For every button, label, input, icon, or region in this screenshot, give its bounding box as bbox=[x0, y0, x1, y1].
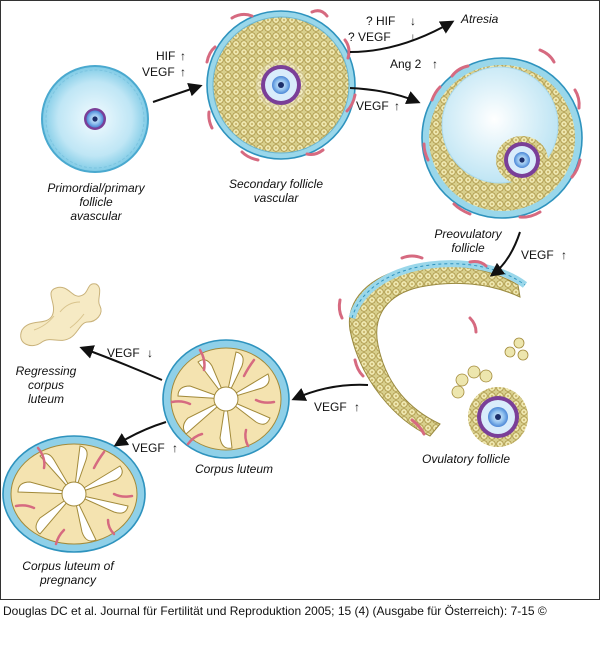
regressing-label-2: corpus bbox=[28, 378, 64, 392]
pregnancy-label-1: Corpus luteum of bbox=[22, 559, 115, 573]
up-arrow-icon: ↑ bbox=[354, 400, 360, 414]
stage-labels: Primordial/primary follicle avascular Se… bbox=[16, 177, 511, 587]
regressing-label-3: luteum bbox=[28, 392, 64, 406]
citation-caption: Douglas DC et al. Journal für Fertilität… bbox=[3, 604, 547, 618]
ovulatory-label: Ovulatory follicle bbox=[422, 452, 510, 466]
arrow-primordial-to-secondary bbox=[152, 82, 203, 103]
regressing-corpus-luteum bbox=[20, 283, 102, 346]
regressing-label-1: Regressing bbox=[16, 364, 77, 378]
arrow-label-vegf: VEGF bbox=[521, 248, 554, 262]
blood-vessels bbox=[205, 9, 357, 162]
arrow-label-ang2: Ang 2 bbox=[390, 57, 422, 71]
arrow-label-hif-q: ? HIF bbox=[366, 14, 395, 28]
pregnancy-label-2: pregnancy bbox=[39, 573, 97, 587]
cumulus-cells bbox=[451, 337, 529, 399]
secondary-follicle bbox=[205, 9, 357, 162]
blood-vessels bbox=[337, 254, 488, 436]
corpus-luteum-label: Corpus luteum bbox=[195, 462, 273, 476]
down-arrow-icon: ↓ bbox=[410, 14, 416, 28]
secondary-label-1: Secondary follicle bbox=[229, 177, 323, 191]
arrow-secondary-to-preovulatory bbox=[349, 87, 421, 105]
arrow-label-vegf: VEGF bbox=[314, 400, 347, 414]
primordial-label-1: Primordial/primary bbox=[47, 181, 145, 195]
luteal-folds bbox=[17, 445, 129, 542]
up-arrow-icon: ↑ bbox=[180, 65, 186, 79]
arrow-labels: HIF ↑ VEGF ↑ ? HIF ↓ ? VEGF ↓ Atresia An… bbox=[107, 12, 567, 455]
arrow-corpus-luteum-to-pregnancy bbox=[113, 421, 167, 447]
arrow-label-vegf: VEGF bbox=[142, 65, 175, 79]
primordial-follicle bbox=[41, 65, 149, 173]
arrow-label-vegf: VEGF bbox=[132, 441, 165, 455]
preovulatory-label-2: follicle bbox=[451, 241, 485, 255]
down-arrow-icon: ↓ bbox=[147, 346, 153, 360]
arrow-corpus-luteum-to-regressing bbox=[79, 345, 163, 381]
up-arrow-icon: ↑ bbox=[561, 248, 567, 262]
corpus-luteum bbox=[162, 339, 290, 459]
follicle-diagram: HIF ↑ VEGF ↑ ? HIF ↓ ? VEGF ↓ Atresia An… bbox=[0, 0, 600, 600]
arrow-to-atresia bbox=[349, 20, 455, 53]
up-arrow-icon: ↑ bbox=[394, 99, 400, 113]
ovulatory-follicle bbox=[337, 254, 529, 447]
arrows bbox=[79, 20, 521, 447]
blood-vessels bbox=[422, 48, 582, 219]
up-arrow-icon: ↑ bbox=[180, 49, 186, 63]
blood-vessels bbox=[170, 348, 276, 448]
up-arrow-icon: ↑ bbox=[432, 57, 438, 71]
arrow-label-vegf-q: ? VEGF bbox=[348, 30, 391, 44]
atresia-label: Atresia bbox=[460, 12, 499, 26]
arrow-label-vegf: VEGF bbox=[107, 346, 140, 360]
primordial-label-2: follicle bbox=[79, 195, 113, 209]
secondary-label-2: vascular bbox=[254, 191, 300, 205]
arrow-ovulatory-to-corpus-luteum bbox=[291, 383, 369, 401]
arrow-label-hif: HIF bbox=[156, 49, 175, 63]
corpus-luteum-of-pregnancy bbox=[2, 435, 146, 553]
preovulatory-label-1: Preovulatory bbox=[434, 227, 502, 241]
up-arrow-icon: ↑ bbox=[172, 441, 178, 455]
down-arrow-icon: ↓ bbox=[410, 30, 416, 44]
primordial-label-3: avascular bbox=[70, 209, 122, 223]
arrow-label-vegf: VEGF bbox=[356, 99, 389, 113]
arrow-preovulatory-to-ovulatory bbox=[489, 231, 521, 277]
figure-frame: HIF ↑ VEGF ↑ ? HIF ↓ ? VEGF ↓ Atresia An… bbox=[0, 0, 600, 600]
blood-vessels bbox=[14, 446, 134, 546]
preovulatory-follicle bbox=[421, 48, 583, 219]
